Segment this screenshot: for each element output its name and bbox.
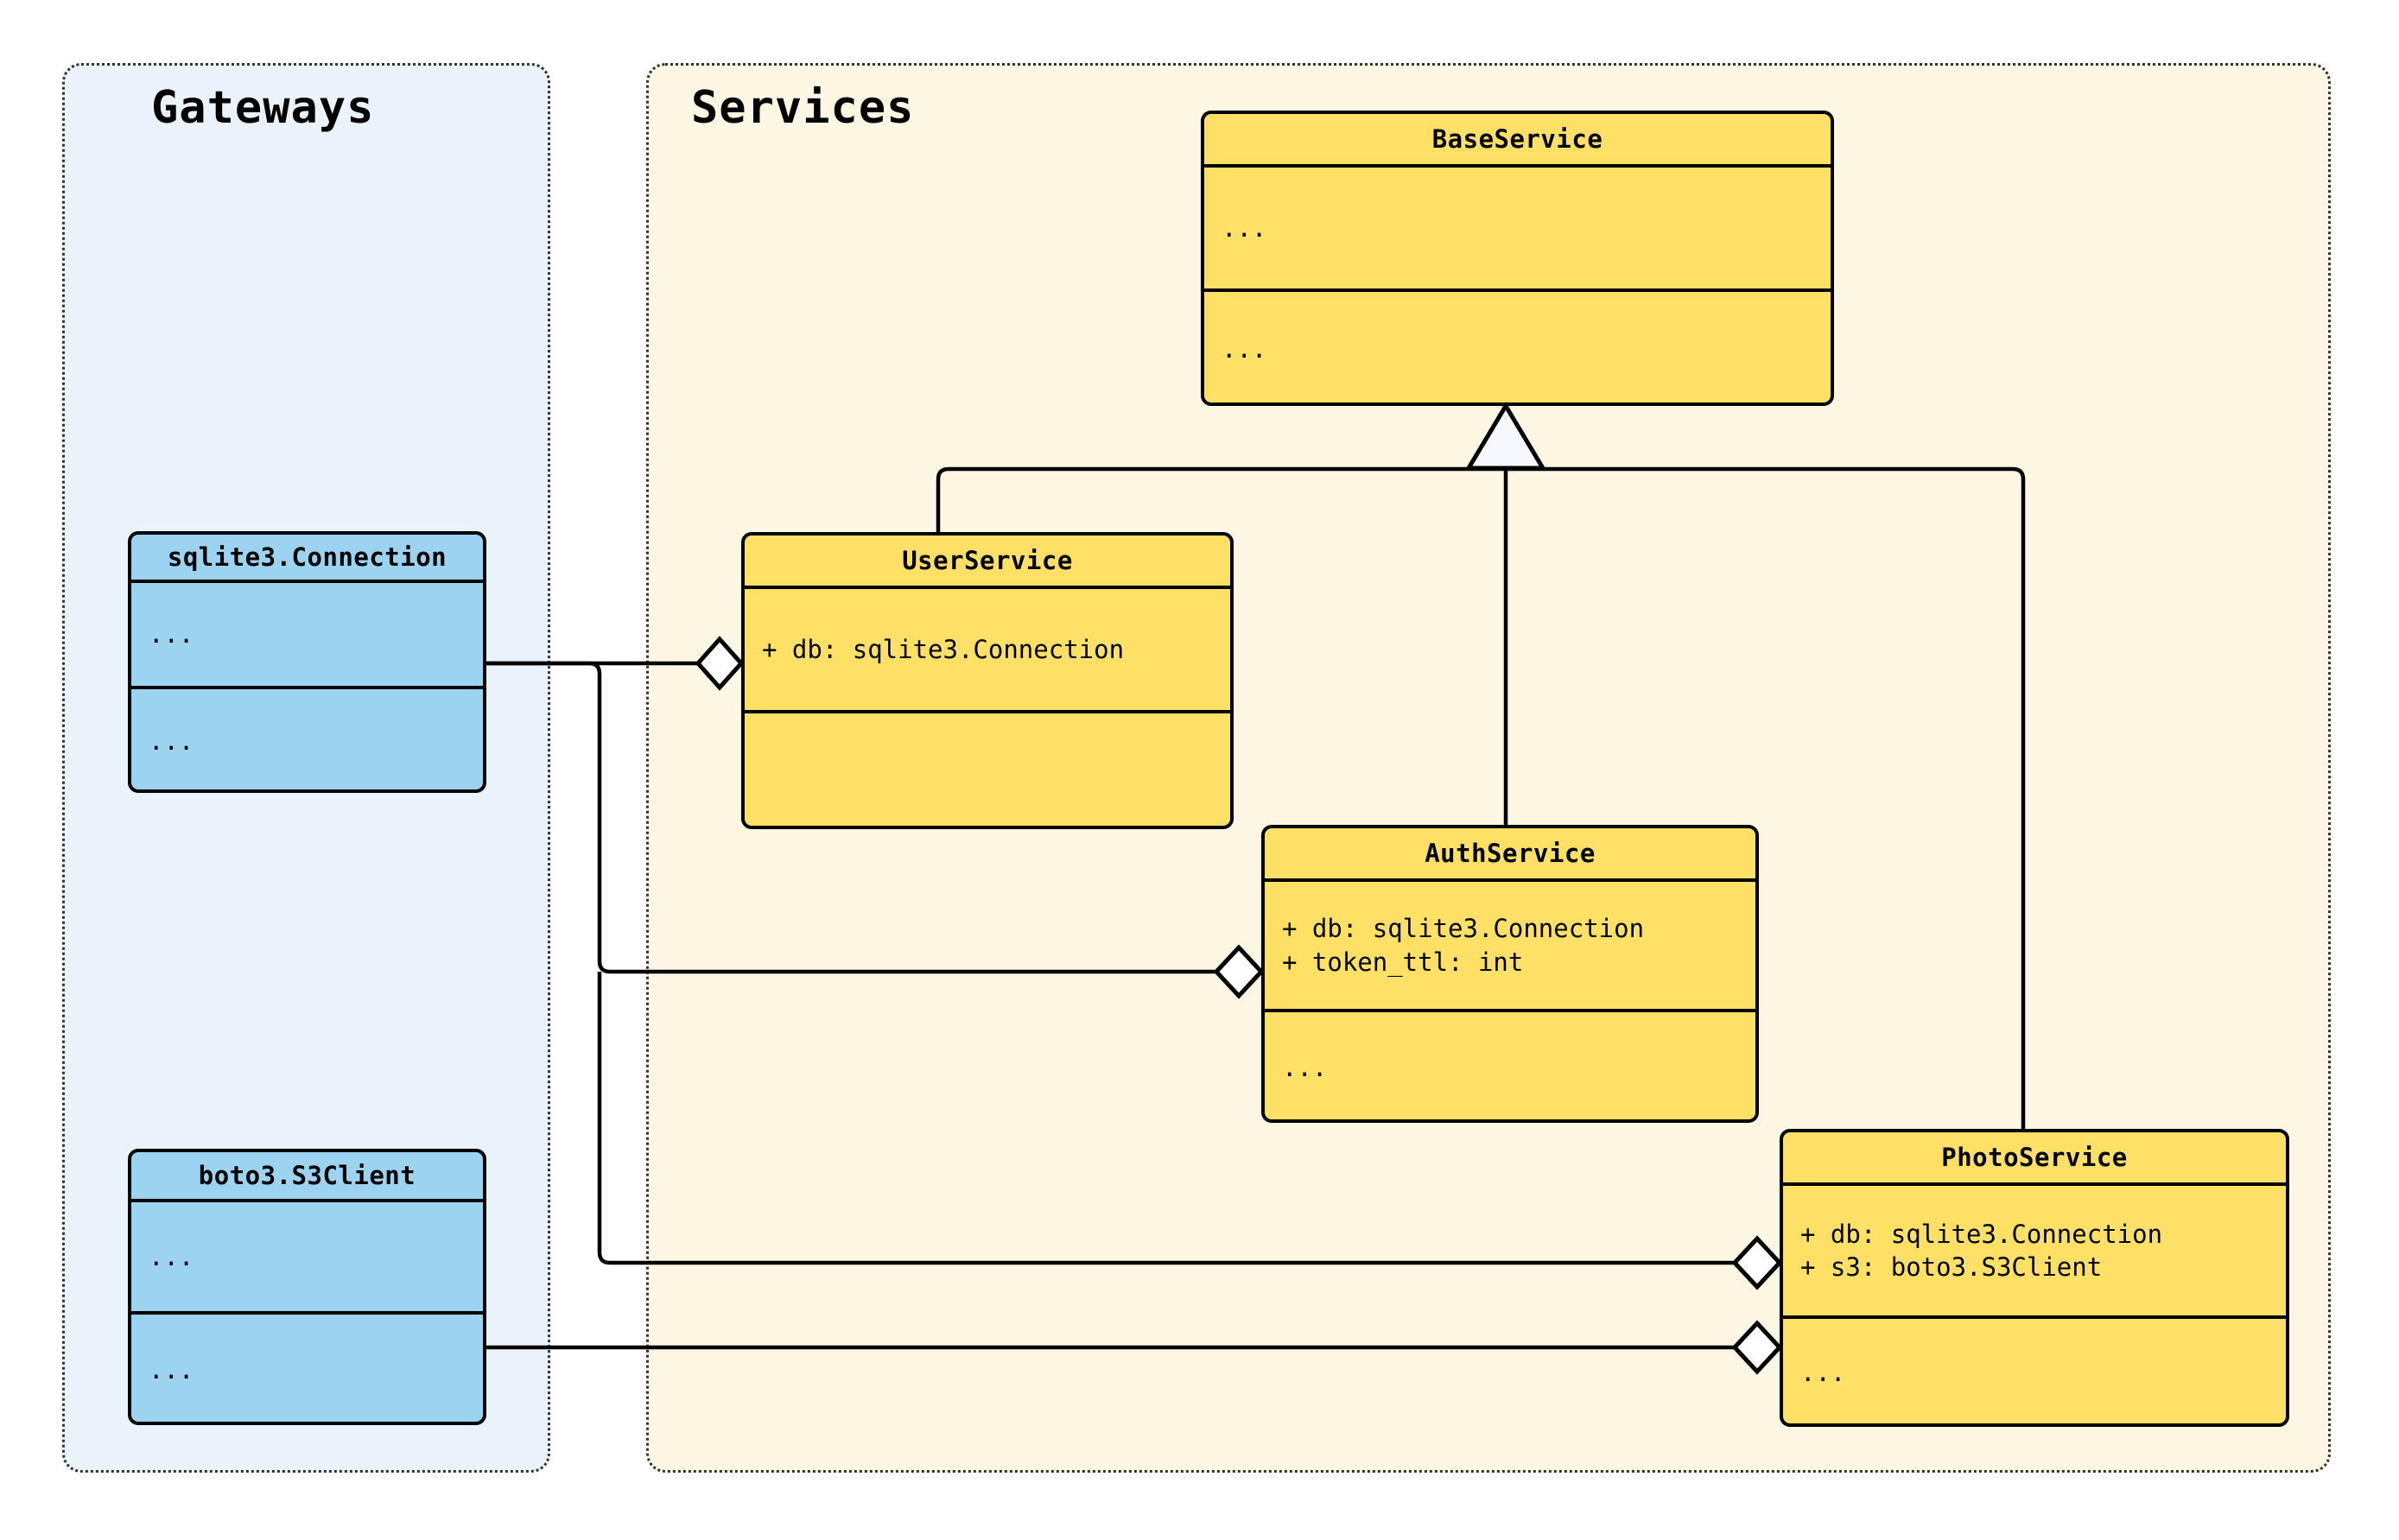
- class-name-sqlite3-connection: sqlite3.Connection: [131, 535, 483, 583]
- class-name-photoservice: PhotoService: [1783, 1132, 2286, 1186]
- class-name-baseservice: BaseService: [1204, 114, 1831, 168]
- class-attributes-baseservice: ...: [1222, 212, 1267, 243]
- class-attributes-sqlite3-connection: ...: [149, 619, 194, 650]
- class-attributes-userservice: + db: sqlite3.Connection: [762, 634, 1125, 664]
- class-box-photoservice[interactable]: PhotoService + db: sqlite3.Connection + …: [1780, 1129, 2289, 1427]
- package-gateways-title: Gateways: [151, 82, 375, 134]
- class-name-boto3-s3client: boto3.S3Client: [131, 1152, 483, 1202]
- class-box-boto3-s3client[interactable]: boto3.S3Client ... ...: [128, 1149, 486, 1425]
- class-methods-boto3-s3client: ...: [131, 1311, 483, 1422]
- class-methods-authservice: ...: [1265, 1009, 1755, 1119]
- class-methods-baseservice: ...: [1204, 288, 1831, 402]
- class-attributes-photoservice: + db: sqlite3.Connection + s3: boto3.S3C…: [1800, 1219, 2163, 1282]
- class-box-baseservice[interactable]: BaseService ... ...: [1201, 111, 1834, 406]
- class-methods-sqlite3-connection: ...: [131, 686, 483, 789]
- class-name-authservice: AuthService: [1265, 828, 1755, 882]
- class-attributes-boto3-s3client: ...: [149, 1241, 194, 1271]
- class-box-userservice[interactable]: UserService + db: sqlite3.Connection: [741, 532, 1234, 829]
- package-services-title: Services: [691, 82, 915, 134]
- class-box-sqlite3-connection[interactable]: sqlite3.Connection ... ...: [128, 531, 486, 793]
- class-attributes-authservice: + db: sqlite3.Connection + token_ttl: in…: [1282, 914, 1645, 977]
- class-methods-userservice: [745, 710, 1230, 826]
- class-box-authservice[interactable]: AuthService + db: sqlite3.Connection + t…: [1261, 825, 1759, 1123]
- class-methods-photoservice: ...: [1783, 1315, 2286, 1423]
- class-name-userservice: UserService: [745, 536, 1230, 589]
